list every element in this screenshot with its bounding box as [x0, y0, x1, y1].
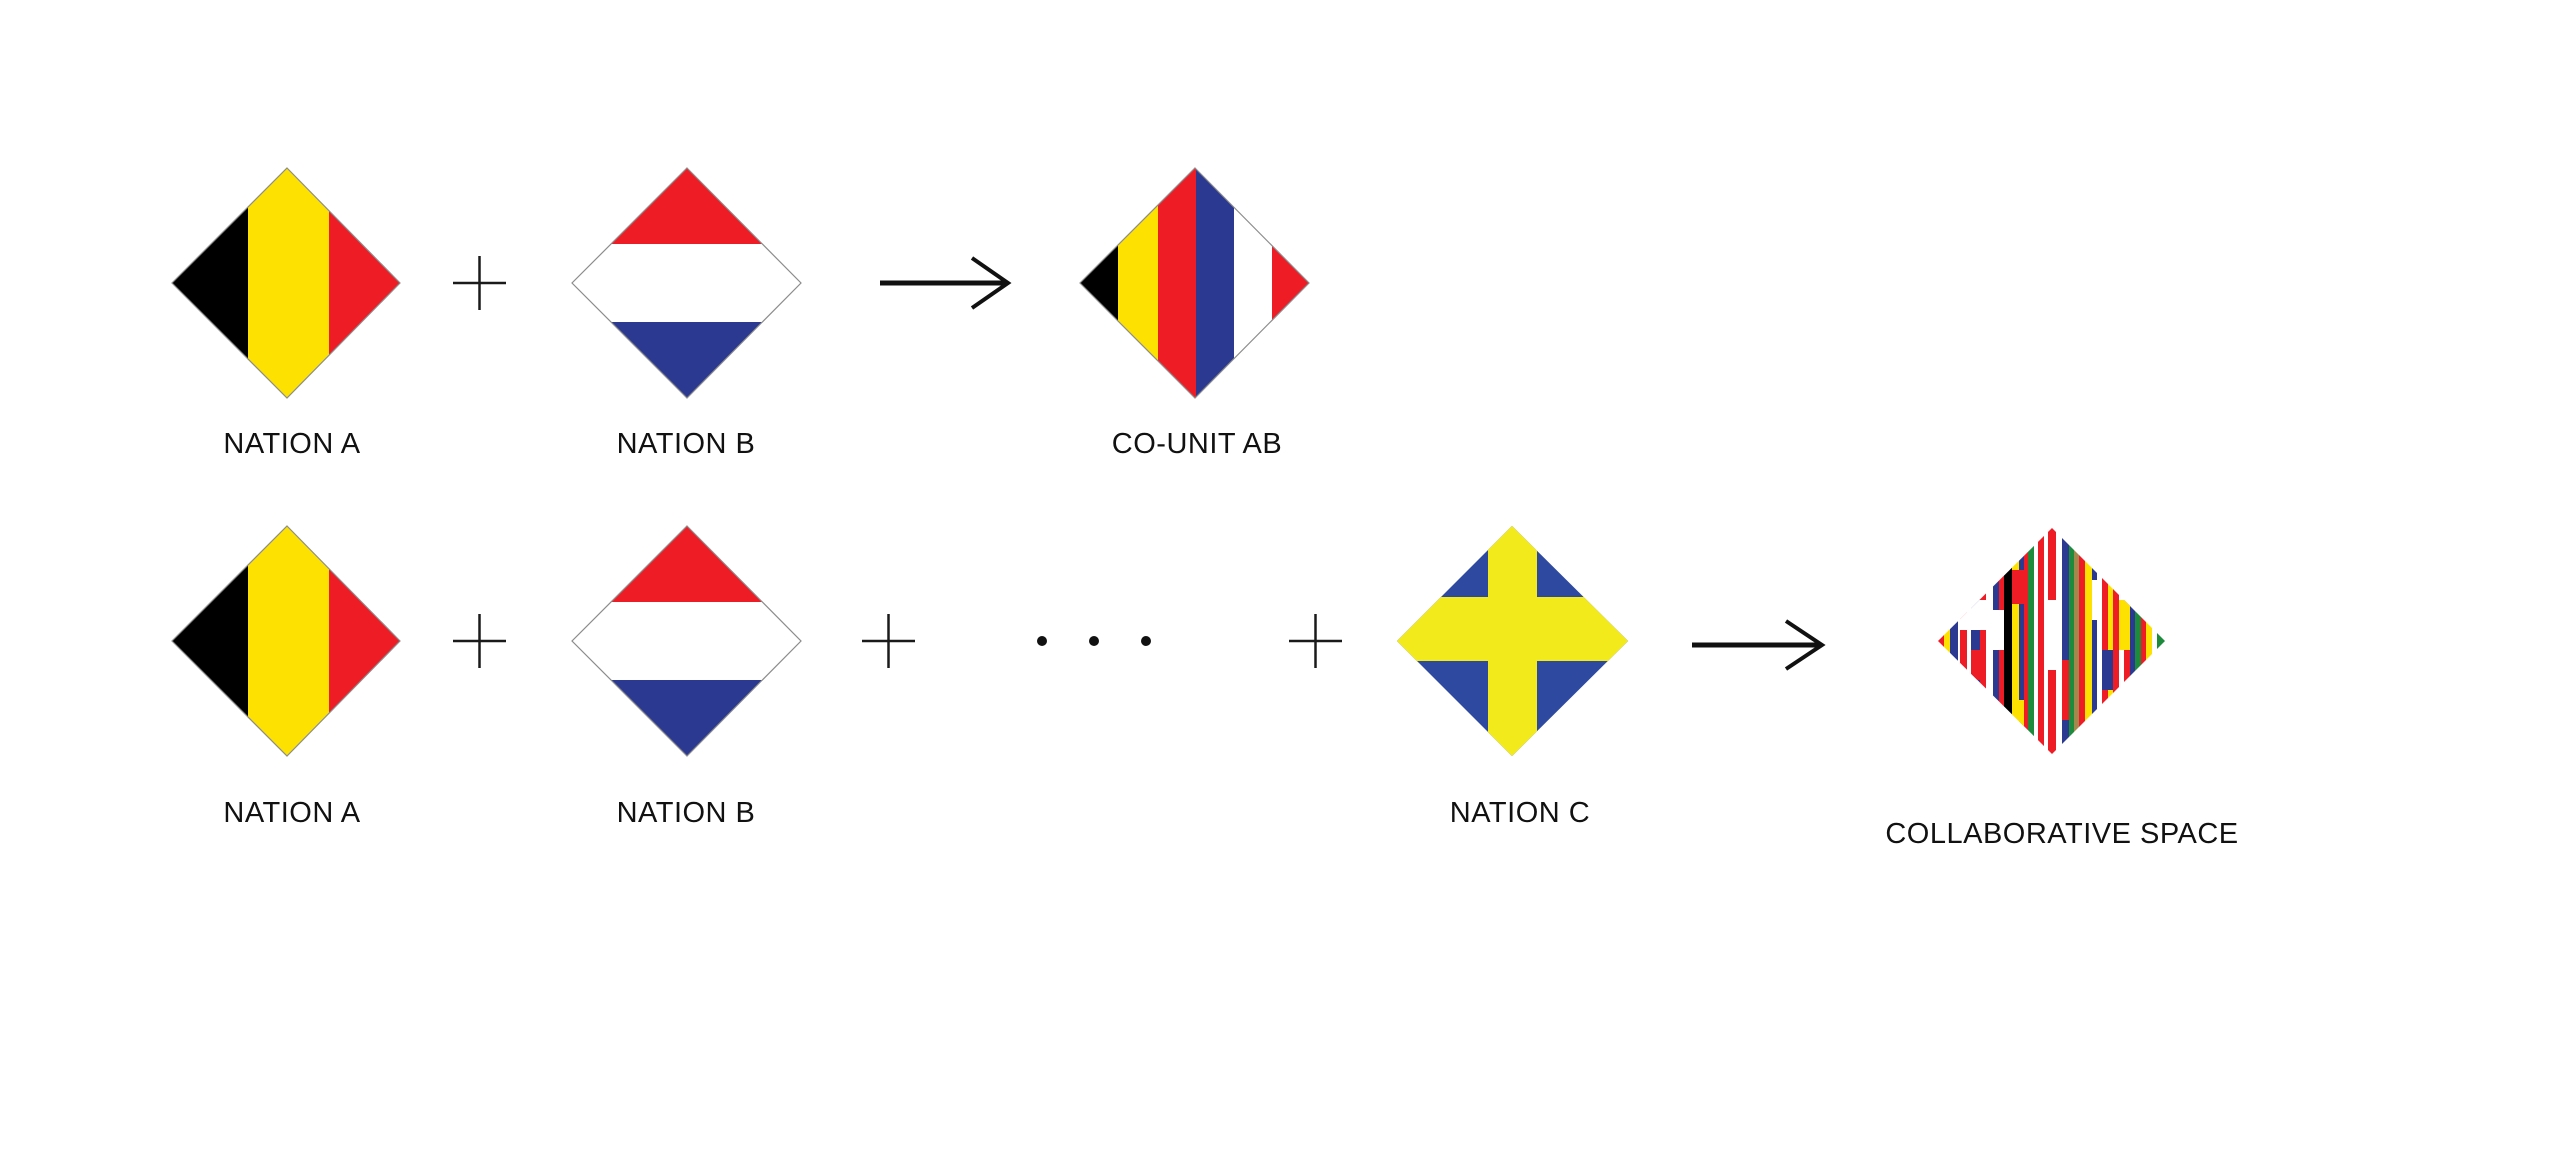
- ellipsis-icon: [1037, 636, 1151, 646]
- nation-a-outline: [171, 167, 401, 399]
- flag-stripe-black: [1080, 168, 1118, 398]
- plus-icon: [1289, 614, 1342, 668]
- flag-stripe-white: [572, 244, 801, 322]
- collaborative-space-flag: [1938, 528, 2165, 754]
- nation-b-flag: [572, 168, 801, 398]
- plus-icon: [453, 256, 506, 310]
- nation-a-flag: [172, 526, 400, 756]
- flag-stripe-black: [172, 526, 248, 756]
- nation-b-label: NATION B: [616, 428, 756, 460]
- flag-stripe-blue: [572, 322, 801, 398]
- flag-stripe-white: [572, 602, 801, 680]
- nation-c-label: NATION C: [1449, 797, 1591, 829]
- nation-a-flag: [172, 168, 400, 398]
- flag-stripe-red: [572, 168, 801, 244]
- flag-stripe-red: [329, 168, 400, 398]
- flag-stripe-red: [1158, 168, 1196, 398]
- flag-stripe-red: [572, 526, 801, 602]
- arrow-right-icon: [880, 256, 1012, 310]
- nation-a-label: NATION A: [223, 797, 361, 829]
- nation-b-label: NATION B: [616, 797, 756, 829]
- nation-a-outline: [171, 525, 401, 757]
- flag-stripe-yellow: [248, 168, 329, 398]
- flag-stripe-red: [1272, 168, 1309, 398]
- nation-c-flag: [1397, 526, 1628, 756]
- nation-b-flag: [572, 526, 801, 756]
- flag-stripe-blue: [1196, 168, 1234, 398]
- flag-stripe-yellow: [1118, 168, 1158, 398]
- co-unit-ab-flag: [1080, 168, 1309, 398]
- plus-icon: [453, 614, 506, 668]
- flag-stripe-red: [329, 526, 400, 756]
- flag-stripe-blue: [572, 680, 801, 756]
- arrow-right-icon: [1692, 619, 1826, 671]
- flag-stripe-black: [172, 168, 248, 398]
- plus-icon: [862, 614, 915, 668]
- flag-stripe-white: [1234, 168, 1272, 398]
- flag-stripe-yellow: [248, 526, 329, 756]
- flag-cross-horizontal: [1397, 597, 1628, 661]
- co-unit-ab-outline: [1079, 167, 1310, 399]
- collaborative-space-label: COLLABORATIVE SPACE: [1885, 818, 2239, 850]
- nation-b-outline: [571, 167, 802, 399]
- nation-b-outline: [571, 525, 802, 757]
- nation-a-label: NATION A: [223, 428, 361, 460]
- co-unit-ab-label: CO-UNIT AB: [1111, 428, 1283, 460]
